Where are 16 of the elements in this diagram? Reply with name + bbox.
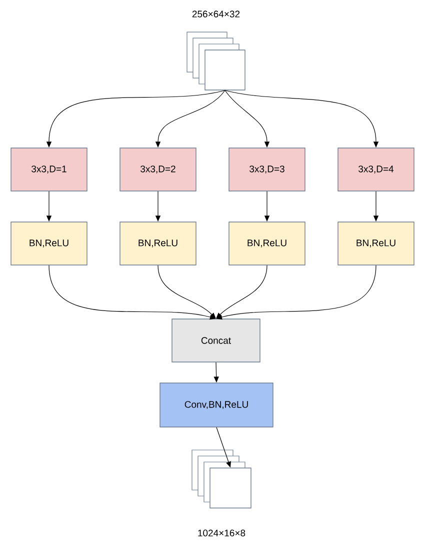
process-box: 3x3,D=4 xyxy=(338,148,414,192)
process-box: BN,ReLU xyxy=(228,222,306,266)
process-box: 3x3,D=2 xyxy=(120,148,196,192)
dimension-label: 256×64×32 xyxy=(192,10,240,18)
feature-map-stack xyxy=(192,450,252,508)
process-box: Conv,BN,ReLU xyxy=(160,382,274,428)
dimension-label: 1024×16×8 xyxy=(198,530,246,536)
process-box: 3x3,D=1 xyxy=(10,148,88,192)
process-box: 3x3,D=3 xyxy=(228,148,306,192)
process-box: Concat xyxy=(172,318,260,362)
arrow xyxy=(48,265,216,320)
feature-map-stack xyxy=(186,32,246,90)
process-box: BN,ReLU xyxy=(10,222,88,266)
process-box: BN,ReLU xyxy=(120,222,196,266)
process-box: BN,ReLU xyxy=(338,222,414,266)
arrow xyxy=(216,265,376,320)
